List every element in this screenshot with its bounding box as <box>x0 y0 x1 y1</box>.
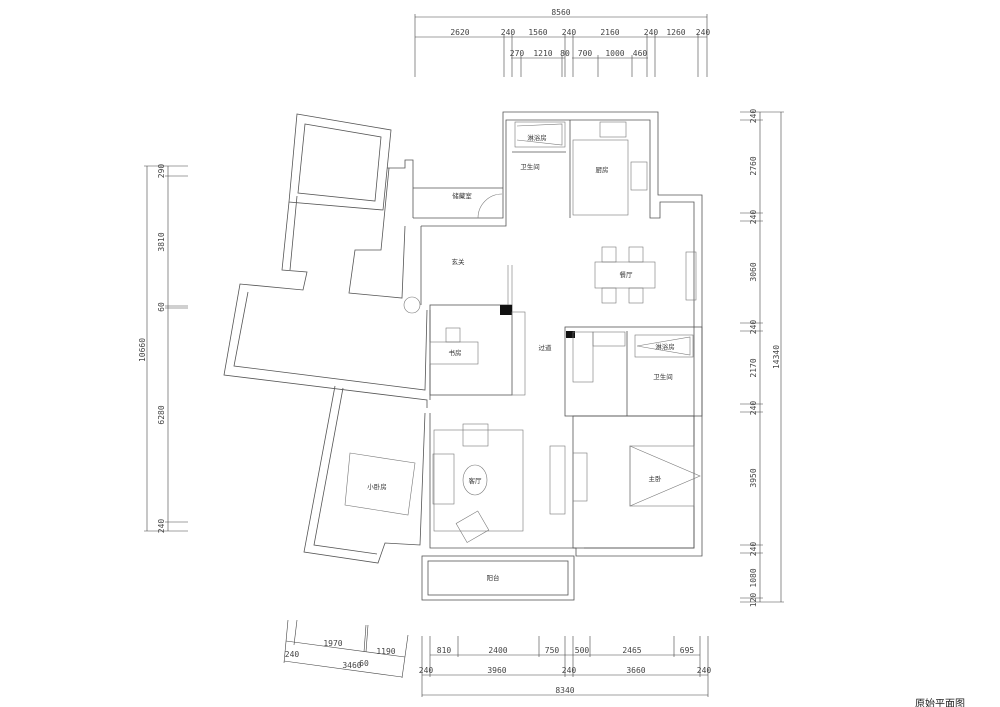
dim: 700 <box>578 49 593 58</box>
dim: 80 <box>560 49 570 58</box>
dim: 240 <box>501 28 516 37</box>
dim: 500 <box>575 646 590 655</box>
dim: 240 <box>419 666 434 675</box>
dim-top-total: 8560 <box>551 8 570 17</box>
dim: 3460 <box>342 661 361 670</box>
dim: 120 <box>749 593 758 608</box>
dim: 240 <box>644 28 659 37</box>
dim: 240 <box>697 666 712 675</box>
column <box>500 305 512 315</box>
bottom-dimensions: 1970 1190 240 3460 60 810 2400 750 500 2… <box>283 619 712 697</box>
room-label-study: 书房 <box>449 348 462 357</box>
room-label-bathroom-2: 卫生间 <box>653 372 673 381</box>
room-label-shower: 淋浴房 <box>527 133 547 142</box>
dim: 240 <box>285 650 300 659</box>
dim: 3950 <box>749 468 758 487</box>
dim: 2170 <box>749 358 758 377</box>
room-label-dining: 餐厅 <box>620 270 634 279</box>
dim: 270 <box>510 49 525 58</box>
walls <box>223 111 703 601</box>
dim: 2465 <box>622 646 641 655</box>
dim: 3060 <box>749 262 758 281</box>
top-dimensions: 8560 2620 240 1560 240 2160 240 1260 240… <box>414 8 711 77</box>
dim-right-total: 14340 <box>772 345 781 369</box>
dim: 240 <box>749 401 758 416</box>
dim: 1560 <box>528 28 547 37</box>
room-label-balcony: 阳台 <box>487 573 500 582</box>
room-labels: 储藏室 淋浴房 卫生间 厨房 玄关 餐厅 书房 过道 客厅 主卧 淋浴房 卫生间… <box>367 133 675 582</box>
drawing-title: 原始平面图 <box>915 697 965 707</box>
dim: 3660 <box>626 666 645 675</box>
dim: 1190 <box>376 647 395 656</box>
room-label-corridor: 过道 <box>539 343 553 352</box>
dim: 6280 <box>157 405 166 424</box>
dim: 240 <box>749 109 758 124</box>
room-label-small-bedroom: 小卧房 <box>367 482 387 491</box>
dim: 240 <box>749 320 758 335</box>
dim-bottom-total: 8340 <box>555 686 574 695</box>
dim-left-total: 10660 <box>138 338 147 362</box>
room-label-kitchen: 厨房 <box>596 165 609 174</box>
dim: 750 <box>545 646 560 655</box>
dim: 1000 <box>605 49 624 58</box>
room-label-entry: 玄关 <box>452 257 466 266</box>
dim: 3960 <box>487 666 506 675</box>
dim: 2400 <box>488 646 507 655</box>
dim: 3810 <box>157 232 166 251</box>
dim: 240 <box>749 210 758 225</box>
dim: 810 <box>437 646 452 655</box>
dim: 2620 <box>450 28 469 37</box>
dim: 240 <box>157 519 166 534</box>
room-label-storage: 储藏室 <box>452 191 472 200</box>
column <box>566 331 575 338</box>
dim: 695 <box>680 646 695 655</box>
dim: 60 <box>157 302 166 312</box>
dim: 1970 <box>323 639 342 648</box>
dim: 2160 <box>600 28 619 37</box>
left-dimensions: 10660 290 3810 60 6280 240 <box>138 164 188 534</box>
dim: 290 <box>157 164 166 179</box>
right-dimensions: 14340 240 2760 240 3060 240 2170 240 395… <box>740 109 784 608</box>
dim: 240 <box>562 666 577 675</box>
dim: 240 <box>696 28 711 37</box>
dim: 240 <box>749 542 758 557</box>
room-label-shower-2: 淋浴房 <box>655 342 675 351</box>
room-label-living: 客厅 <box>469 476 483 485</box>
dim: 1080 <box>749 568 758 587</box>
room-label-bathroom: 卫生间 <box>520 162 540 171</box>
dim: 60 <box>359 659 369 668</box>
dim: 1210 <box>533 49 552 58</box>
room-label-master-bedroom: 主卧 <box>649 474 663 483</box>
dim: 240 <box>562 28 577 37</box>
dim: 1260 <box>666 28 685 37</box>
dim: 460 <box>633 49 648 58</box>
dim: 2760 <box>749 156 758 175</box>
